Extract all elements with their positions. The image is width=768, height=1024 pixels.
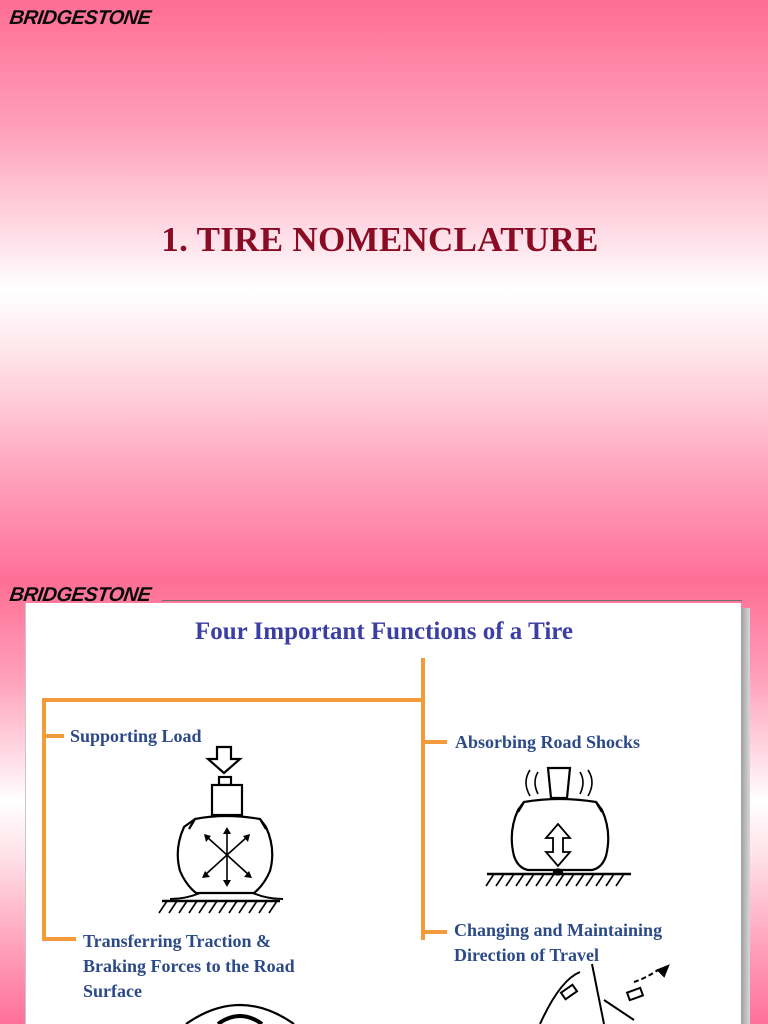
traction-tire-illustration — [185, 1003, 295, 1024]
label-line: Changing and Maintaining — [454, 920, 663, 940]
label-changing-direction: Changing and Maintaining Direction of Tr… — [454, 918, 662, 968]
absorbing-shocks-illustration — [485, 766, 631, 887]
connector-tick-shocks — [421, 740, 447, 744]
label-line: Braking Forces to the Road — [83, 956, 295, 976]
connector-trunk — [421, 658, 425, 940]
label-supporting-load: Supporting Load — [70, 726, 202, 746]
label-line: Surface — [83, 981, 142, 1001]
title-slide: BRIDGESTONE 1. TIRE NOMENCLATURE — [0, 0, 768, 578]
content-panel — [25, 603, 741, 1024]
functions-title: Four Important Functions of a Tire — [194, 618, 574, 645]
panel-shadow — [740, 608, 750, 1024]
label-line: Transferring Traction & — [83, 931, 271, 951]
connector-tick-direction — [421, 930, 447, 934]
label-absorbing-road-shocks: Absorbing Road Shocks — [455, 732, 641, 752]
slide-title: 1. TIRE NOMENCLATURE — [161, 220, 599, 259]
connector-tick-traction — [42, 937, 76, 941]
bridgestone-logo: BRIDGESTONE — [8, 7, 153, 29]
connector-left-branch — [42, 698, 46, 940]
label-line: Direction of Travel — [454, 945, 599, 965]
header-rule — [162, 600, 742, 601]
supporting-load-illustration — [158, 745, 284, 914]
connector-tick-supporting — [42, 734, 64, 738]
label-transferring-traction: Transferring Traction & Braking Forces t… — [83, 929, 295, 1004]
functions-slide: BRIDGESTONE Four Important Functions of … — [0, 578, 768, 1024]
direction-of-travel-illustration — [539, 963, 670, 1024]
connector-top-bar — [42, 698, 425, 702]
